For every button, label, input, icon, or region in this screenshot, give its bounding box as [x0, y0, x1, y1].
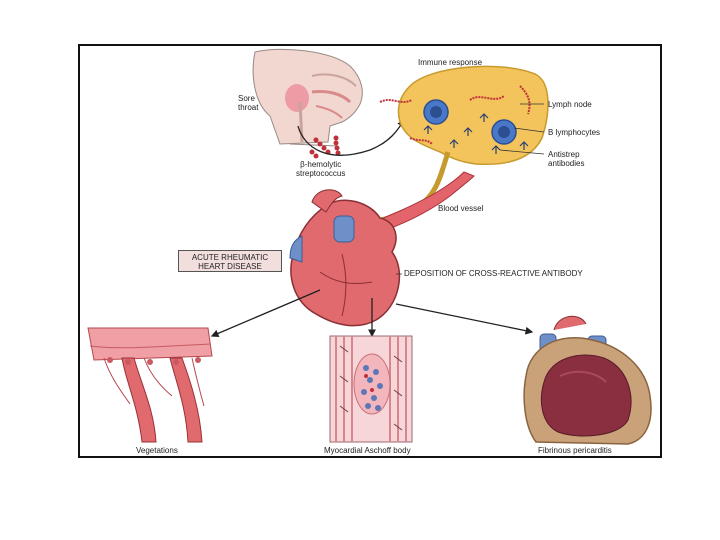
sore-throat-label: Sore throat — [238, 94, 258, 112]
aschoff-body-label: Myocardial Aschoff body — [324, 446, 411, 455]
streptococcus-label: β-hemolytic streptococcus — [296, 160, 345, 178]
acute-rheumatic-heart-disease-label: ACUTE RHEUMATIC HEART DISEASE — [178, 250, 282, 272]
lymph-node-illustration — [380, 66, 548, 164]
heart-illustration — [290, 190, 399, 326]
immune-response-label: Immune response — [418, 58, 482, 67]
deposition-label: DEPOSITION OF CROSS-REACTIVE ANTIBODY — [404, 269, 583, 278]
blood-vessel-label: Blood vessel — [438, 204, 483, 213]
vegetations-illustration — [88, 328, 212, 442]
b-lymphocytes-label: B lymphocytes — [548, 128, 600, 137]
vegetations-label: Vegetations — [136, 446, 178, 455]
arrow-to-vegetations — [212, 290, 320, 336]
antistrep-antibodies-label: Antistrep antibodies — [548, 150, 584, 168]
aschoff-body-illustration — [330, 336, 412, 442]
head-profile-illustration — [253, 49, 362, 146]
lymph-node-label: Lymph node — [548, 100, 592, 109]
pericarditis-illustration — [524, 316, 651, 444]
figure-frame: Sore throat β-hemolytic streptococcus Im… — [78, 44, 662, 458]
pericarditis-label: Fibrinous pericarditis — [538, 446, 612, 455]
arrow-to-pericarditis — [396, 304, 532, 332]
blood-vessel-illustration — [370, 152, 474, 230]
